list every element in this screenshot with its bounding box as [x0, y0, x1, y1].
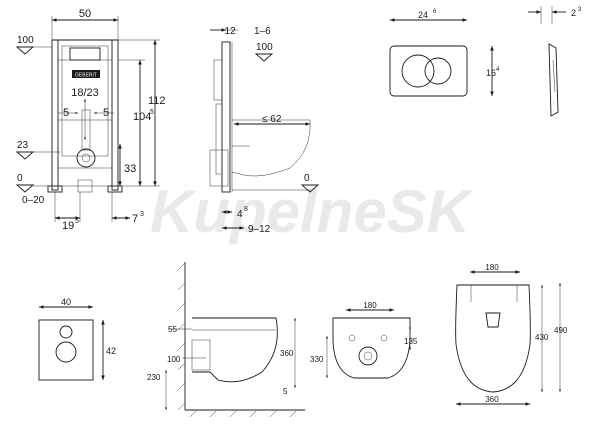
dim-side-4-8-sup: 8 [244, 206, 248, 213]
brand-plate-box [72, 70, 100, 78]
dim-front-180: 180 [363, 301, 377, 310]
dim-bottom-7-sup: 3 [140, 211, 144, 218]
bowl-side-view: 55 100 230 360 5 [147, 262, 305, 418]
dim-pattern-height: 42 [106, 346, 116, 356]
frame-side-view: 12 1–6 100 ≤ 62 0 4 8 9–12 [209, 26, 320, 235]
dim-front-330: 330 [310, 355, 324, 364]
dim-top-180: 180 [485, 263, 499, 272]
dim-bowl-100: 100 [167, 355, 181, 364]
dim-height-104: 104 [133, 111, 151, 123]
dim-bottom-19-sup: 5 [75, 218, 79, 225]
dim-side-0: 0 [304, 173, 310, 184]
dim-bowl-5: 5 [283, 387, 288, 396]
dim-left-100: 100 [17, 35, 34, 46]
frame-front-view: GEBERIT 50 100 18/23 5 5 112 104 5 [15, 8, 166, 232]
flush-plate-side-view: 2 3 [528, 6, 582, 117]
dim-bottom-7: 7 [132, 213, 138, 225]
dim-left-0: 0 [17, 173, 23, 184]
watermark: KupelneSK [150, 178, 474, 245]
dim-side-12: 12 [224, 26, 236, 37]
brand-plate-text: GEBERIT [75, 73, 97, 79]
dim-bowl-230: 230 [147, 373, 161, 382]
dim-bowl-360: 360 [280, 349, 294, 358]
dim-bowl-55: 55 [168, 325, 177, 334]
dim-top-490: 490 [554, 326, 568, 335]
dim-front-135: 135 [404, 337, 418, 346]
dim-pattern-width: 40 [61, 297, 71, 307]
dim-plate-height: 16 [486, 68, 496, 78]
dim-height-104-sup: 5 [150, 109, 154, 116]
dim-side-1-6: 1–6 [254, 26, 271, 37]
hole-pattern-view: 40 42 [38, 297, 116, 381]
dim-frame-width: 50 [79, 8, 91, 20]
dim-left-23: 23 [17, 140, 29, 151]
flush-plate-front-view: 24 6 16 4 [389, 9, 500, 97]
dim-side-4-8: 4 [237, 209, 243, 220]
bowl-top-view: 180 430 490 360 [455, 263, 568, 406]
dim-side-9-12: 9–12 [248, 224, 271, 235]
dim-height-33: 33 [124, 163, 136, 175]
dim-height-112: 112 [148, 95, 166, 107]
dim-plate-width: 24 [418, 10, 428, 20]
dim-plate-depth: 2 [571, 8, 576, 18]
dim-18-23: 18/23 [71, 87, 99, 99]
dim-top-430: 430 [535, 333, 549, 342]
dim-plate-width-sup: 6 [433, 9, 437, 15]
dim-plate-height-sup: 4 [496, 67, 500, 73]
dim-side-le62: ≤ 62 [262, 114, 282, 125]
dim-bottom-19: 19 [62, 220, 74, 232]
dim-plate-depth-sup: 3 [578, 7, 582, 13]
dim-top-360: 360 [485, 395, 499, 404]
dim-left-0-20: 0–20 [22, 195, 45, 206]
dim-side-100: 100 [256, 42, 273, 53]
bowl-front-view: 180 135 330 [310, 301, 418, 379]
